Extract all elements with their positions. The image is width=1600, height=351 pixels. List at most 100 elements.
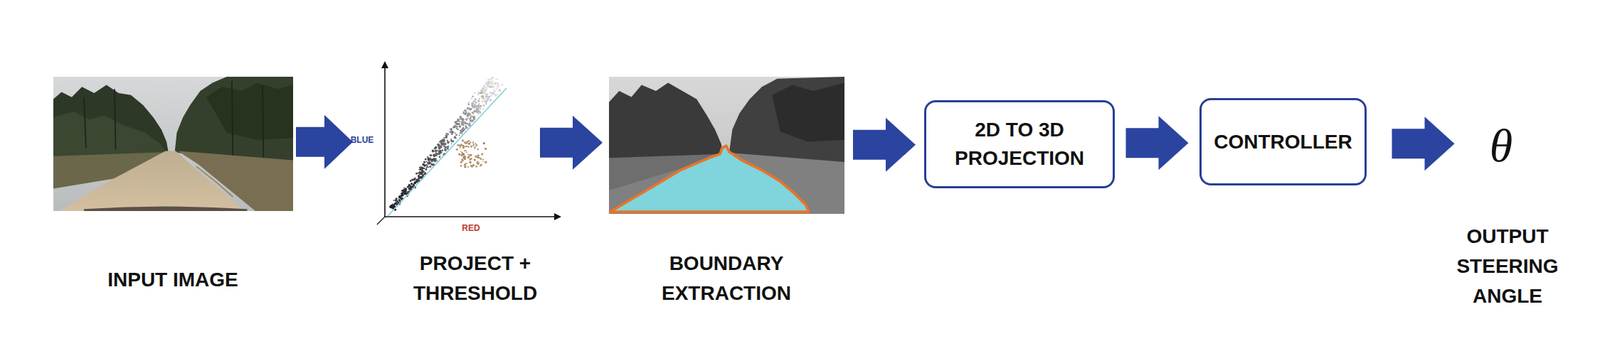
pixel-dot — [426, 165, 429, 167]
pixel-dot — [461, 128, 465, 131]
pixel-dot — [463, 150, 466, 152]
pixel-dot — [424, 158, 427, 161]
pixel-dot — [434, 155, 437, 157]
pixel-dot — [429, 157, 432, 159]
pixel-dot — [477, 93, 479, 96]
pixel-dot — [465, 123, 469, 126]
pixel-dot — [461, 160, 464, 163]
output-symbol: θOUTPUT STEERING ANGLE — [1479, 117, 1523, 175]
block-arrow — [1392, 116, 1455, 171]
pixel-dot — [445, 136, 448, 139]
pixel-dot — [398, 195, 401, 198]
pixel-dot — [440, 143, 443, 146]
pixel-dot — [471, 120, 474, 123]
pixel-dot — [484, 95, 486, 97]
node-caption: BOUNDARY EXTRACTION — [637, 248, 816, 309]
pixel-dot — [446, 145, 449, 148]
pixel-dot — [453, 120, 457, 124]
pixel-dot — [483, 105, 486, 107]
pixel-dot — [415, 172, 418, 176]
pixel-dot — [475, 98, 477, 101]
pixel-dot — [423, 167, 426, 171]
pixel-dot — [460, 161, 463, 164]
pixel-dot — [475, 101, 478, 104]
pixel-dot — [437, 150, 439, 152]
pixel-dot — [474, 98, 476, 101]
pixel-dot — [431, 160, 433, 163]
pixel-dot — [468, 113, 470, 116]
axis-tail — [377, 216, 385, 225]
pixel-dot — [461, 133, 463, 136]
angle-symbol: θ — [1489, 120, 1513, 171]
pixel-dot — [426, 160, 428, 163]
pixel-dot — [425, 168, 428, 171]
pixel-dot — [448, 131, 451, 134]
pixel-dot — [421, 170, 423, 172]
pixel-dot — [482, 108, 484, 110]
pixel-dot — [406, 185, 410, 188]
pixel-dot — [431, 149, 434, 152]
pixel-dot — [419, 167, 421, 169]
pixel-dot — [395, 202, 397, 204]
pixel-dot — [459, 147, 462, 149]
pixel-dot — [439, 145, 442, 148]
pixel-dot — [489, 98, 492, 102]
pixel-dot — [395, 197, 398, 200]
pixel-dot — [467, 107, 470, 110]
pixel-dot — [465, 150, 467, 152]
pixel-dot — [403, 187, 405, 190]
pixel-dot — [477, 100, 481, 104]
pixel-dot — [470, 145, 473, 148]
y-axis-head — [381, 61, 389, 69]
pixel-dot — [394, 203, 396, 205]
pixel-dot — [450, 138, 452, 141]
pixel-dot — [470, 165, 472, 167]
pixel-dot — [431, 150, 435, 153]
pixel-dot — [485, 93, 489, 97]
pixel-dot — [463, 163, 466, 166]
pixel-dot — [475, 106, 478, 108]
pixel-dot — [468, 154, 471, 157]
pixel-dot — [398, 199, 400, 201]
pixel-dot — [468, 122, 471, 125]
pixel-dot — [389, 207, 392, 210]
image-node: INPUT IMAGE — [53, 76, 294, 212]
pixel-dot — [460, 143, 463, 146]
pixel-dot — [438, 141, 441, 143]
pixel-dot — [403, 191, 406, 194]
pixel-dot — [482, 104, 485, 107]
pixel-dot — [409, 187, 412, 190]
pixel-dot — [480, 90, 483, 93]
pixel-dot — [401, 189, 404, 192]
pixel-dot — [483, 142, 486, 145]
pixel-dot — [454, 125, 457, 128]
pixel-dot — [468, 158, 471, 161]
pixel-dot — [434, 157, 437, 160]
pixel-dot — [477, 106, 480, 109]
pixel-dot — [478, 92, 481, 94]
pixel-dot — [402, 194, 405, 197]
pixel-dot — [466, 114, 469, 117]
pixel-dot — [497, 88, 501, 92]
pixel-dot — [454, 132, 457, 134]
pixel-dot — [485, 103, 488, 106]
pixel-dot — [474, 142, 476, 145]
pixel-dot — [467, 166, 469, 168]
pixel-dot — [419, 173, 422, 176]
pixel-dot — [470, 115, 472, 117]
pixel-dot — [461, 154, 464, 157]
pixel-dot — [421, 173, 423, 176]
x-axis — [384, 216, 557, 218]
pixel-dot — [427, 167, 429, 169]
pixel-dot — [465, 151, 468, 153]
pixel-dot — [467, 145, 469, 148]
pixel-dot — [419, 176, 422, 179]
pixel-dot — [465, 145, 468, 148]
pixel-dot — [493, 86, 496, 89]
pixel-dot — [435, 154, 438, 157]
pixel-dot — [449, 131, 452, 134]
pixel-dot — [469, 161, 472, 164]
pixel-dot — [471, 111, 474, 114]
pixel-dot — [461, 158, 464, 161]
pixel-dot — [488, 78, 490, 81]
